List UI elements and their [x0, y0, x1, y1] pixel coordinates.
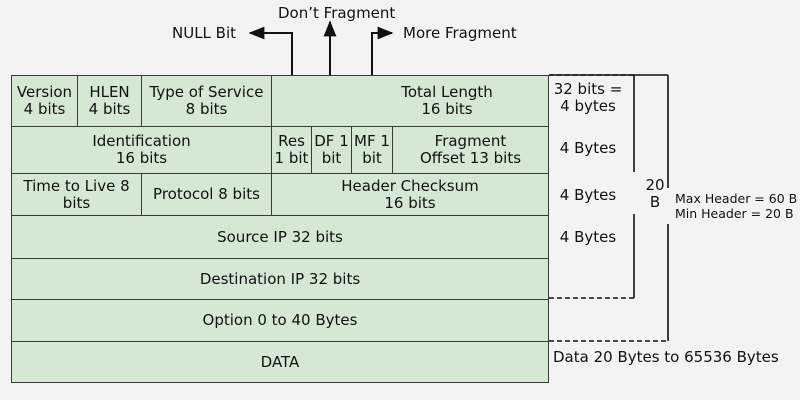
- brace-20b-label: 20 B: [645, 176, 665, 211]
- res-field: Res 1 bit: [271, 126, 312, 174]
- total-length-field: Total Length 16 bits: [271, 75, 549, 127]
- source-ip-field: Source IP 32 bits: [11, 215, 549, 259]
- df-field: DF 1 bit: [311, 126, 352, 174]
- hlen-field: HLEN 4 bits: [77, 75, 142, 127]
- fragment-offset-field: Fragment Offset 13 bits: [392, 126, 549, 174]
- destination-ip-field: Destination IP 32 bits: [11, 258, 549, 300]
- header-checksum-field: Header Checksum 16 bits: [271, 173, 549, 216]
- total-length-label: Total Length 16 bits: [401, 83, 493, 118]
- header-size-label: Max Header = 60 B Min Header = 20 B: [675, 191, 798, 221]
- option-field: Option 0 to 40 Bytes: [11, 299, 549, 342]
- protocol-field: Protocol 8 bits: [141, 173, 272, 216]
- row3-size-label: 4 Bytes: [559, 186, 617, 204]
- mf-field: MF 1 bit: [351, 126, 393, 174]
- row2-size-label: 4 Bytes: [559, 139, 617, 157]
- more-fragment-label: More Fragment: [403, 24, 517, 42]
- row1-size-label: 32 bits = 4 bytes: [553, 80, 623, 115]
- version-field: Version 4 bits: [11, 75, 78, 127]
- type-of-service-field: Type of Service 8 bits: [141, 75, 272, 127]
- row4-size-label: 4 Bytes: [559, 228, 617, 246]
- ttl-field: Time to Live 8 bits: [11, 173, 142, 216]
- null-bit-label: NULL Bit: [172, 24, 237, 42]
- data-field: DATA: [11, 341, 549, 383]
- dont-fragment-label: Don’t Fragment: [278, 4, 396, 22]
- data-size-label: Data 20 Bytes to 65536 Bytes: [553, 348, 779, 366]
- identification-field: Identification 16 bits: [11, 126, 272, 174]
